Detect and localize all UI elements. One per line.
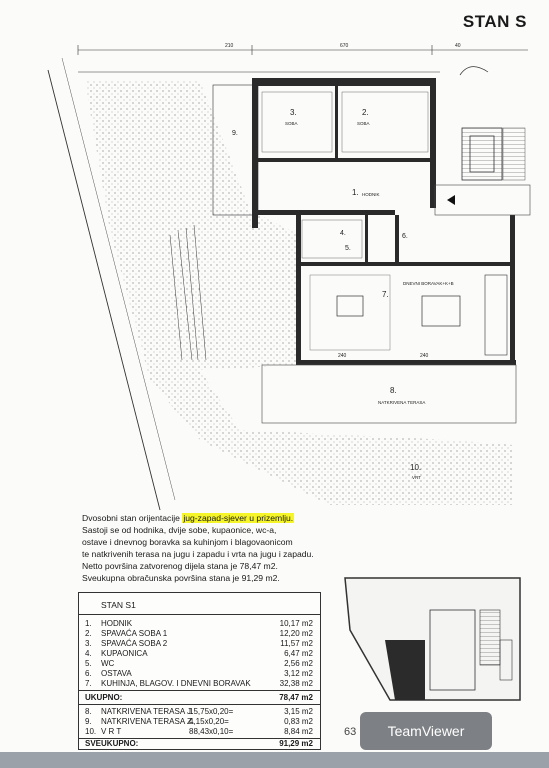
staircase: [461, 127, 503, 181]
desc-line-5: Netto površina zatvorenog dijela stana j…: [82, 561, 278, 571]
table-row: 10. V R T 88,43x0,10= 8,84 m2: [85, 727, 313, 736]
table-total-row: UKUPNO: 78,47 m2: [85, 693, 313, 702]
table-row: 6. OSTAVA 3,12 m2: [85, 669, 313, 678]
apartment-walls: [252, 78, 516, 365]
bottom-status-bar: [0, 752, 549, 768]
room-3-name: SOBA: [285, 121, 298, 126]
teamviewer-overlay-button[interactable]: TeamViewer: [360, 712, 492, 750]
desc-line-4: te natkrivenih terasa na jugu i zapadu i…: [82, 549, 314, 559]
desc-line-2: Sastoji se od hodnika, dvije sobe, kupao…: [82, 525, 277, 535]
apartment-description: Dvosobni stan orijentacije jug-zapad-sje…: [82, 512, 352, 584]
dim-top-right: 40: [455, 43, 461, 49]
desc-orientation-highlight: jug-zapad-sjever u prizemlju.: [182, 513, 295, 523]
label-room-4: 4.: [340, 230, 346, 237]
room-7-name: DNEVNI BORAVAK+K+B: [403, 281, 454, 286]
label-room-6: 6.: [402, 233, 408, 240]
table-title: STAN S1: [101, 600, 136, 610]
room-10-name: VRT: [412, 475, 421, 480]
table-row: 3. SPAVAĆA SOBA 2 11,57 m2: [85, 639, 313, 648]
label-room-7: 7.: [382, 290, 389, 299]
dim-bottom-a: 240: [338, 353, 347, 359]
room-1-name: HODNIK: [362, 192, 380, 197]
table-row: 9. NATKRIVENA TERASA Z. 4,15x0,20= 0,83 …: [85, 717, 313, 726]
entrance-arrow-icon: [447, 195, 455, 205]
table-row: 7. KUHINJA, BLAGOV. I DNEVNI BORAVAK 32,…: [85, 679, 313, 688]
table-row: 1. HODNIK 10,17 m2: [85, 619, 313, 628]
page-stamp: 63: [344, 726, 357, 738]
top-dimension-line: [77, 45, 528, 73]
north-arrow-icon: [459, 66, 489, 76]
label-room-2: 2.: [362, 108, 369, 117]
label-room-8: 8.: [390, 386, 397, 395]
table-row: 2. SPAVAĆA SOBA 1 12,20 m2: [85, 629, 313, 638]
location-minimap: [344, 577, 521, 701]
label-room-10: 10.: [410, 463, 421, 472]
label-room-3: 3.: [290, 108, 297, 117]
dim-top-mid: 670: [340, 43, 349, 49]
desc-line-1: Dvosobni stan orijentacije: [82, 513, 183, 523]
label-room-9: 9.: [232, 130, 238, 137]
page-title: STAN S: [462, 12, 527, 31]
table-row: 4. KUPAONICA 6,47 m2: [85, 649, 313, 658]
table-row: 5. WC 2,56 m2: [85, 659, 313, 668]
dim-bottom-b: 240: [420, 353, 429, 359]
table-grand-total-row: SVEUKUPNO: 91,29 m2: [85, 739, 313, 748]
room-2-name: SOBA: [357, 121, 370, 126]
label-room-5: 5.: [345, 245, 351, 252]
area-table: STAN S1 1. HODNIK 10,17 m2 2. SPAVAĆA SO…: [78, 592, 321, 750]
table-row: 8. NATKRIVENA TERASA J. 15,75x0,20= 3,15…: [85, 707, 313, 716]
desc-line-3: ostave i dnevnog boravka sa kuhinjom i b…: [82, 537, 293, 547]
desc-line-6: Sveukupna obračunska površina stana je 9…: [82, 573, 280, 583]
label-room-1: 1.: [352, 188, 359, 197]
room-8-name: NATKRIVENA TERASA: [378, 400, 425, 405]
dim-top-left: 210: [225, 43, 234, 49]
